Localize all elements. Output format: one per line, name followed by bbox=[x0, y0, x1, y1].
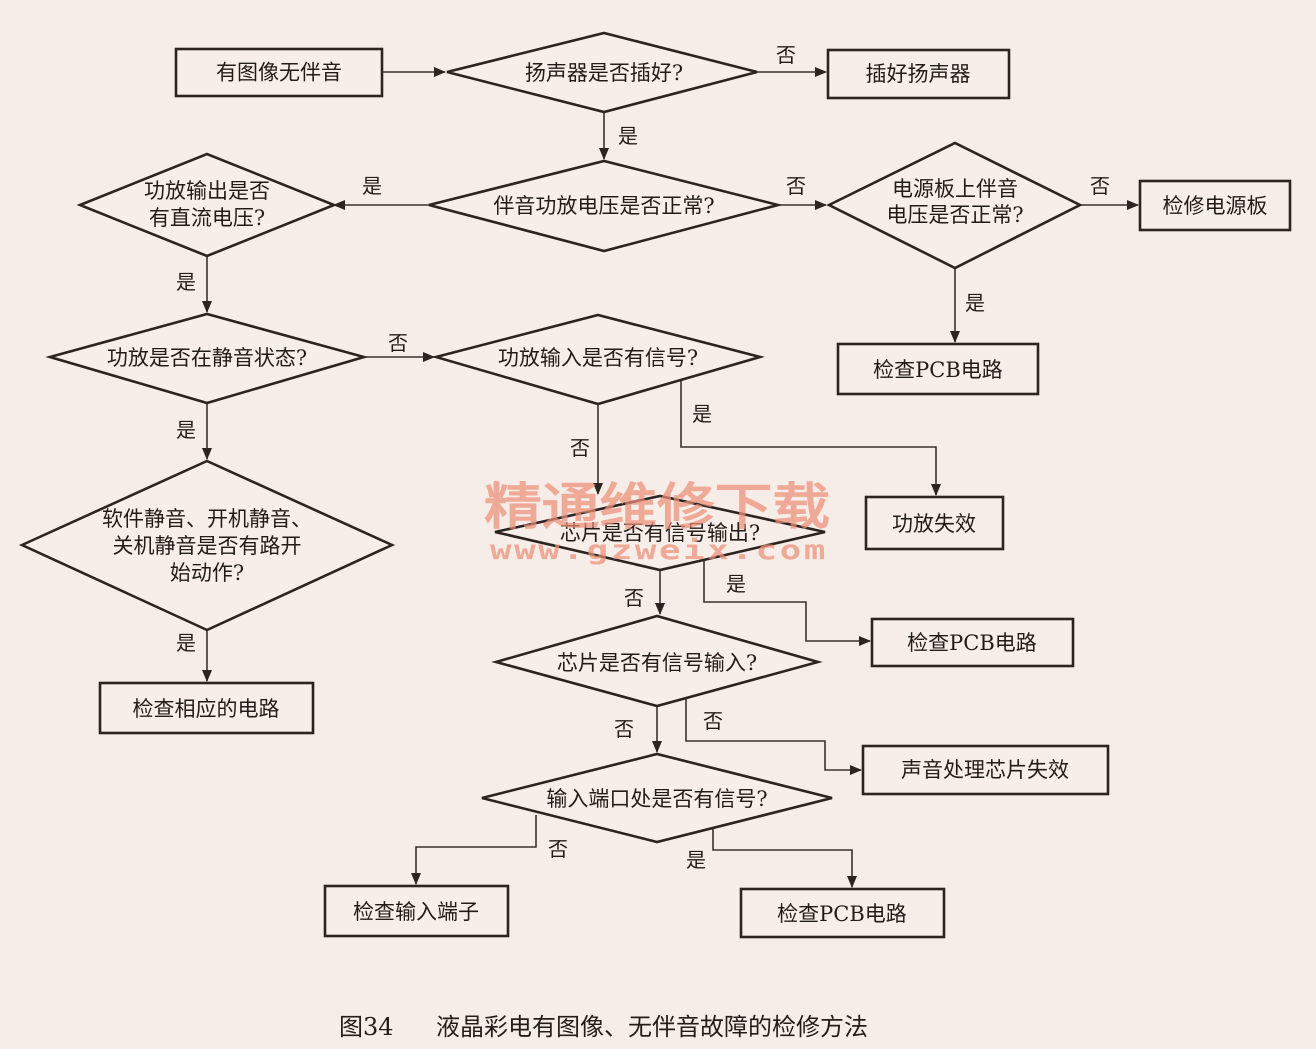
node-q-mute-paths: 软件静音、开机静音、 关机静音是否有路开 始动作? bbox=[18, 459, 396, 632]
edge-port-yes bbox=[712, 829, 857, 888]
node-q-speaker: 扬声器是否插好? bbox=[446, 31, 758, 114]
node-a-chip-fail: 声音处理芯片失效 bbox=[861, 744, 1110, 796]
caption-title: 液晶彩电有图像、无伴音故障的检修方法 bbox=[436, 1013, 868, 1041]
edge-label-port-no: 否 bbox=[548, 837, 568, 861]
node-q-mute-paths-line2: 关机静音是否有路开 bbox=[113, 534, 302, 558]
edge-port-no bbox=[411, 815, 537, 885]
node-q-mute-paths-line1: 软件静音、开机静音、 bbox=[102, 507, 312, 531]
edge-label-speaker-no: 否 bbox=[776, 43, 796, 67]
edge-labels: 否 是 是 否 否 是 是 否 是 是 否 是 是 否 否 否 否 是 bbox=[176, 43, 1110, 872]
edge-label-voltage-yes: 是 bbox=[362, 174, 382, 198]
node-q-amp-input: 功放输入是否有信号? bbox=[431, 313, 765, 406]
node-q-port-label: 输入端口处是否有信号? bbox=[546, 787, 767, 811]
edge-chip-input-no-right bbox=[685, 687, 862, 775]
node-q-mute-paths-line3: 始动作? bbox=[170, 561, 244, 585]
node-q-amp-voltage-label: 伴音功放电压是否正常? bbox=[493, 194, 714, 218]
edge-label-chip-output-yes: 是 bbox=[726, 572, 746, 596]
node-a-amp-fail: 功放失效 bbox=[864, 495, 1005, 551]
node-q-port: 输入端口处是否有信号? bbox=[481, 752, 833, 844]
node-q-mute-label: 功放是否在静音状态? bbox=[107, 346, 307, 370]
node-a-repair-psu-label: 检修电源板 bbox=[1163, 194, 1268, 218]
node-a-check-circuit: 检查相应的电路 bbox=[98, 681, 315, 735]
node-a-repair-psu: 检修电源板 bbox=[1138, 179, 1292, 232]
watermark: 精通维修下载 www.gzweix.com bbox=[484, 478, 830, 566]
node-q-chip-input-label: 芯片是否有信号输入? bbox=[557, 651, 757, 675]
node-q-chip-output-label: 芯片是否有信号输出? bbox=[560, 521, 760, 545]
edge-label-amp-input-yes: 是 bbox=[692, 402, 712, 426]
node-a-check-pcb-3-label: 检查PCB电路 bbox=[777, 902, 907, 926]
node-q-psu-voltage-line2: 电压是否正常? bbox=[886, 203, 1023, 227]
node-q-amp-dc: 功放输出是否 有直流电压? bbox=[76, 152, 338, 258]
edge-label-speaker-yes: 是 bbox=[618, 124, 638, 148]
edge-label-amp-input-no: 否 bbox=[570, 436, 590, 460]
node-q-amp-dc-line2: 有直流电压? bbox=[149, 206, 265, 230]
figure-caption: 图34 液晶彩电有图像、无伴音故障的检修方法 bbox=[339, 1013, 868, 1041]
edge-label-chip-input-no-right: 否 bbox=[703, 709, 723, 733]
node-a-check-pcb-1: 检查PCB电路 bbox=[836, 342, 1040, 396]
node-a-check-pcb-1-label: 检查PCB电路 bbox=[873, 358, 1003, 382]
edge-label-mute-no: 否 bbox=[388, 331, 408, 355]
watermark-url: www.gzweix.com bbox=[490, 535, 828, 566]
edge-label-psu-no: 否 bbox=[1090, 174, 1110, 198]
node-a-amp-fail-label: 功放失效 bbox=[892, 512, 976, 536]
node-a-plug-speaker-label: 插好扬声器 bbox=[866, 62, 971, 86]
node-a-check-circuit-label: 检查相应的电路 bbox=[133, 697, 280, 721]
edges bbox=[202, 67, 1139, 888]
node-a-check-pcb-2-label: 检查PCB电路 bbox=[907, 631, 1037, 655]
edge-amp-input-yes bbox=[680, 380, 941, 496]
node-q-amp-input-label: 功放输入是否有信号? bbox=[498, 346, 698, 370]
caption-figure-number: 图34 bbox=[339, 1013, 394, 1041]
node-a-check-terminal: 检查输入端子 bbox=[323, 884, 510, 938]
edge-label-chip-output-no: 否 bbox=[624, 586, 644, 610]
node-start: 有图像无伴音 bbox=[174, 47, 384, 98]
edge-label-mute-yes: 是 bbox=[176, 418, 196, 442]
node-q-chip-output: 芯片是否有信号输出? bbox=[494, 494, 826, 572]
node-q-chip-input: 芯片是否有信号输入? bbox=[491, 614, 823, 708]
edge-chip-output-yes bbox=[703, 548, 871, 646]
node-a-check-terminal-label: 检查输入端子 bbox=[353, 900, 479, 924]
node-a-chip-fail-label: 声音处理芯片失效 bbox=[901, 758, 1069, 782]
edge-label-chip-input-no-down: 否 bbox=[614, 717, 634, 741]
node-q-amp-dc-line1: 功放输出是否 bbox=[144, 179, 270, 203]
edge-label-psu-yes: 是 bbox=[965, 291, 985, 315]
node-a-check-pcb-3: 检查PCB电路 bbox=[739, 887, 946, 939]
node-q-amp-voltage: 伴音功放电压是否正常? bbox=[428, 159, 784, 253]
edge-label-port-yes: 是 bbox=[686, 848, 706, 872]
node-q-psu-voltage-line1: 电源板上伴音 bbox=[892, 177, 1018, 201]
node-q-mute: 功放是否在静音状态? bbox=[45, 312, 369, 405]
edge-label-voltage-no: 否 bbox=[786, 174, 806, 198]
node-start-label: 有图像无伴音 bbox=[216, 61, 342, 85]
node-a-check-pcb-2: 检查PCB电路 bbox=[870, 617, 1075, 668]
node-q-psu-voltage: 电源板上伴音 电压是否正常? bbox=[826, 141, 1083, 270]
node-a-plug-speaker: 插好扬声器 bbox=[826, 48, 1011, 100]
edge-label-dc-yes: 是 bbox=[176, 270, 196, 294]
watermark-text: 精通维修下载 bbox=[484, 478, 830, 536]
edge-label-mute-paths-yes: 是 bbox=[176, 631, 196, 655]
node-q-speaker-label: 扬声器是否插好? bbox=[525, 61, 683, 85]
